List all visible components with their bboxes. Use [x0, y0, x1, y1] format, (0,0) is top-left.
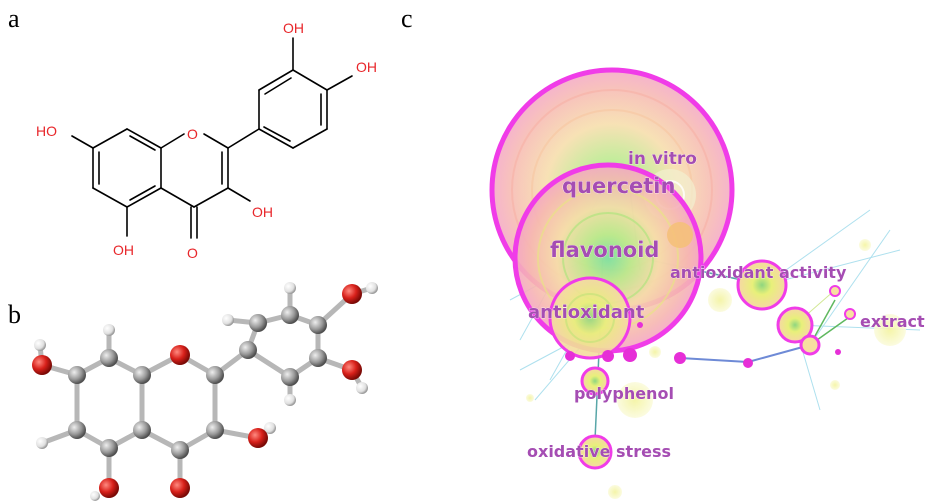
hydroxyl-bottom-label: OH	[113, 242, 134, 258]
keyword-flavonoid: flavonoid	[550, 238, 659, 262]
quercetin-3d-model	[32, 282, 378, 501]
keyword-quercetin: quercetin	[562, 174, 675, 198]
keyword-oxidative-stress: oxidative stress	[527, 442, 671, 461]
panel-label-b: b	[8, 300, 21, 329]
node-polyphenol	[580, 366, 610, 396]
node-oxidative-stress	[577, 434, 613, 470]
hydroxyl-left-label: HO	[36, 123, 57, 139]
keyword-polyphenol: polyphenol	[574, 384, 674, 403]
keyword-in-vitro: in vitro	[628, 149, 697, 169]
quercetin-2d-structure: O O HO OH OH OH OH	[36, 20, 377, 261]
hydroxyl-top-label: OH	[283, 20, 304, 36]
keto-oxygen-label: O	[187, 245, 198, 261]
panel-label-a: a	[8, 4, 20, 33]
hydroxyl-mid-label: OH	[252, 204, 273, 220]
keyword-antioxidant: antioxidant	[528, 302, 645, 323]
node-antioxidant-activity	[736, 259, 788, 311]
keyword-extract: extract	[860, 312, 925, 331]
ring-oxygen-label: O	[187, 126, 198, 142]
keyword-network: in vitro quercetin flavonoid antioxidant…	[489, 67, 925, 499]
node-antioxidant	[548, 276, 632, 360]
panel-label-c: c	[401, 4, 413, 33]
keyword-antioxidant-activity: antioxidant activity	[670, 263, 847, 282]
hydroxyl-right-label: OH	[356, 59, 377, 75]
node-extract	[776, 285, 856, 356]
